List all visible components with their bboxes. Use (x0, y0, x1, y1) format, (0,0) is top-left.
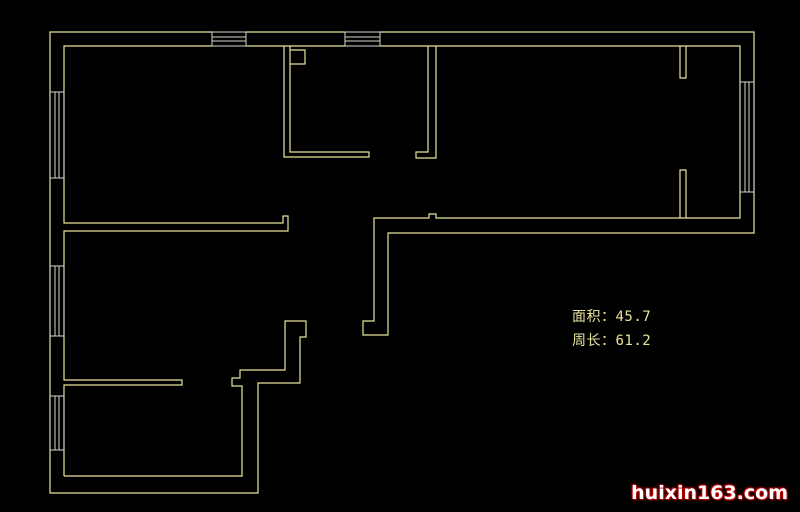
perimeter-readout: 周长：61.2 (572, 330, 651, 350)
interior-walls (283, 46, 687, 218)
window-left-lower (49, 395, 65, 451)
perimeter-value: 61.2 (615, 333, 652, 349)
area-value: 45.7 (615, 309, 652, 325)
perimeter-separator: ： (601, 333, 616, 349)
window-left-upper (49, 91, 65, 179)
window-left-middle (49, 265, 65, 337)
perimeter-label: 周长 (572, 333, 601, 349)
exterior-walls (49, 31, 755, 494)
area-separator: ： (601, 309, 616, 325)
window-top-left (211, 31, 247, 47)
site-watermark: huixin163.com (631, 482, 788, 504)
window-right (739, 81, 755, 193)
window-top-middle (344, 31, 381, 47)
area-label: 面积 (572, 309, 601, 325)
area-readout: 面积：45.7 (572, 306, 651, 326)
